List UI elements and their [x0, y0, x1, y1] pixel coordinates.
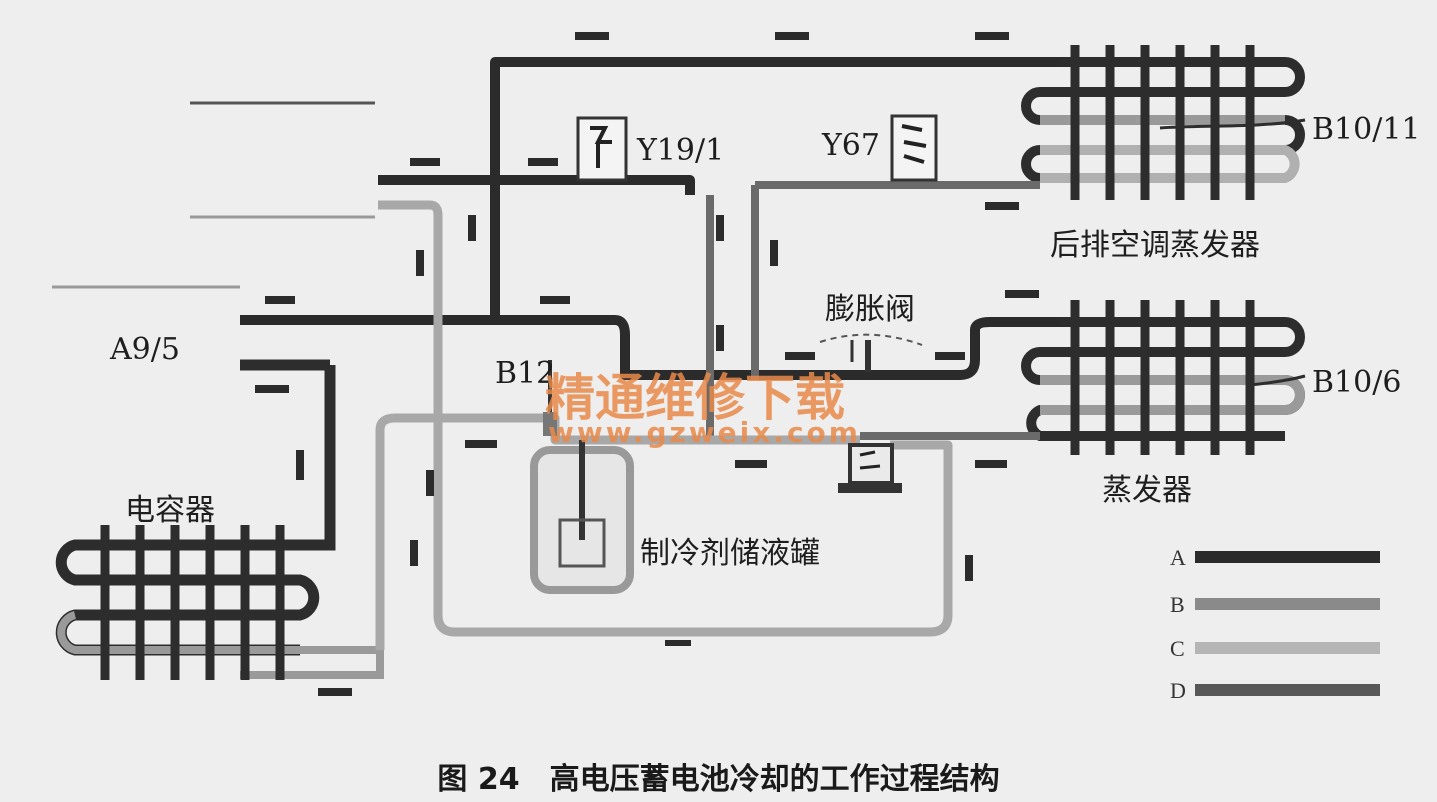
refrigerant-receiver-tank: [530, 440, 634, 594]
return-pipes: [375, 200, 953, 650]
label-b10-11: B10/11: [1312, 112, 1421, 147]
label-receiver-tank: 制冷剂储液罐: [640, 536, 820, 571]
legend-key-d: D: [1170, 678, 1186, 703]
legend-key-a: A: [1170, 545, 1186, 570]
valve-y19-1: [576, 116, 628, 182]
legend-swatch-d: [1195, 684, 1380, 696]
evaporator-coil: [1021, 300, 1306, 455]
label-expansion-valve: 膨胀阀: [825, 292, 915, 327]
valve-y67: [890, 114, 938, 182]
legend-swatches: [1195, 551, 1380, 696]
flow-arrows: [255, 32, 1039, 696]
label-y67: Y67: [822, 128, 880, 163]
legend-swatch-c: [1195, 642, 1380, 654]
label-a9-5: A9/5: [110, 332, 180, 367]
legend-key-c: C: [1170, 636, 1185, 661]
legend-swatch-b: [1195, 598, 1380, 610]
label-b10-6: B10/6: [1312, 365, 1402, 400]
label-evaporator: 蒸发器: [1102, 473, 1192, 508]
rear-evaporator-coil: [1021, 45, 1306, 200]
watermark-text: 精通维修下载: [545, 369, 845, 427]
filter-drier: [838, 443, 902, 493]
legend-swatch-a: [1195, 551, 1380, 563]
sensor-b12: [543, 360, 557, 436]
medium-pipes: [706, 181, 1040, 440]
label-rear-evaporator: 后排空调蒸发器: [1050, 228, 1260, 263]
figure-caption: 图 24 高电压蓄电池冷却的工作过程结构: [437, 762, 1000, 797]
capacitor-coil: [55, 359, 384, 680]
label-b12: B12: [495, 356, 556, 391]
watermark-url: www.gzweix.com: [548, 416, 861, 449]
label-y19-1: Y19/1: [637, 133, 725, 168]
legend-key-b: B: [1170, 592, 1185, 617]
expansion-valve: [819, 333, 923, 372]
label-capacitor: 电容器: [125, 493, 215, 528]
high-pressure-pipes: [240, 57, 1060, 380]
